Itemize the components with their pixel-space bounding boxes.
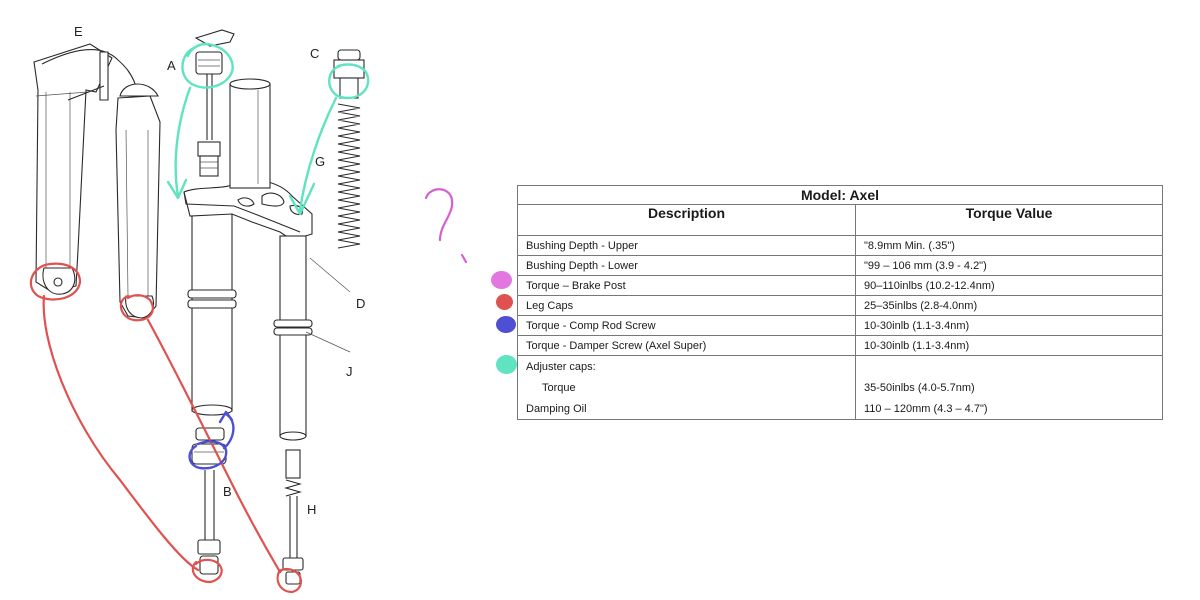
row-value: "8.9mm Min. (.35")	[855, 235, 1163, 256]
callout-a: A	[167, 58, 176, 73]
row-description: Torque - Damper Screw (Axel Super)	[517, 335, 856, 356]
row-value: 110 – 120mm (4.3 – 4.7")	[855, 398, 1163, 420]
row-value: 10-30inlb (1.1-3.4nm)	[855, 315, 1163, 336]
table-row: Torque 35-50inlbs (4.0-5.7nm)	[517, 377, 1163, 398]
row-description: Damping Oil	[517, 398, 856, 420]
top-cap-assembly-a	[194, 29, 235, 177]
callout-b: B	[223, 484, 232, 499]
callout-d: D	[356, 296, 365, 311]
row-description: Bushing Depth - Upper	[517, 235, 856, 256]
callout-c: C	[310, 46, 319, 61]
callout-h: H	[307, 502, 316, 517]
adjuster-cap-annotations	[166, 42, 370, 216]
table-row: Bushing Depth - Upper "8.9mm Min. (.35")	[517, 235, 1163, 256]
leg-caps-marker	[496, 294, 513, 310]
callout-g: G	[315, 154, 325, 169]
header-torque-value: Torque Value	[855, 204, 1163, 236]
lower-legs-right	[67, 83, 161, 319]
comp-rod-marker	[496, 316, 516, 333]
right-upper-tube	[229, 78, 271, 189]
row-value: 35-50inlbs (4.0-5.7nm)	[855, 377, 1163, 398]
table-row: Torque - Damper Screw (Axel Super) 10-30…	[517, 335, 1163, 356]
comp-rod-b	[191, 427, 227, 575]
row-value: 90–110inlbs (10.2-12.4nm)	[855, 275, 1163, 296]
callout-e: E	[74, 24, 83, 39]
right-stanchion	[273, 235, 313, 441]
row-value: 10-30inlb (1.1-3.4nm)	[855, 335, 1163, 356]
row-description: Torque	[517, 377, 856, 398]
spring-g	[333, 49, 365, 249]
table-row: Bushing Depth - Lower "99 – 106 mm (3.9 …	[517, 255, 1163, 276]
torque-spec-table: Model: Axel Description Torque Value Bus…	[517, 185, 1163, 420]
header-description: Description	[517, 204, 856, 236]
row-description: Adjuster caps:	[517, 355, 856, 377]
question-mark-annotation	[424, 188, 468, 264]
row-description: Torque – Brake Post	[517, 275, 856, 296]
row-value	[855, 355, 1163, 377]
brake-post-marker	[491, 271, 512, 289]
model-title: Model: Axel	[517, 185, 1163, 205]
row-description: Bushing Depth - Lower	[517, 255, 856, 276]
table-row: Torque – Brake Post 90–110inlbs (10.2-12…	[517, 275, 1163, 296]
comp-rod-annotation	[188, 410, 235, 470]
row-value: 25–35inlbs (2.8-4.0nm)	[855, 295, 1163, 316]
table-row: Adjuster caps:	[517, 355, 1163, 377]
table-row: Torque - Comp Rod Screw 10-30inlb (1.1-3…	[517, 315, 1163, 336]
damper-h	[282, 449, 304, 585]
row-description: Torque - Comp Rod Screw	[517, 315, 856, 336]
leader-d	[309, 257, 351, 293]
row-description: Leg Caps	[517, 295, 856, 316]
table-row: Damping Oil 110 – 120mm (4.3 – 4.7")	[517, 398, 1163, 420]
leader-j	[305, 331, 351, 353]
callout-j: J	[346, 364, 353, 379]
left-stanchion	[187, 204, 237, 416]
lower-legs-left	[33, 43, 138, 295]
adjuster-caps-marker	[496, 355, 517, 374]
row-value: "99 – 106 mm (3.9 - 4.2")	[855, 255, 1163, 276]
table-row: Leg Caps 25–35inlbs (2.8-4.0nm)	[517, 295, 1163, 316]
leg-cap-annotations	[29, 262, 302, 594]
